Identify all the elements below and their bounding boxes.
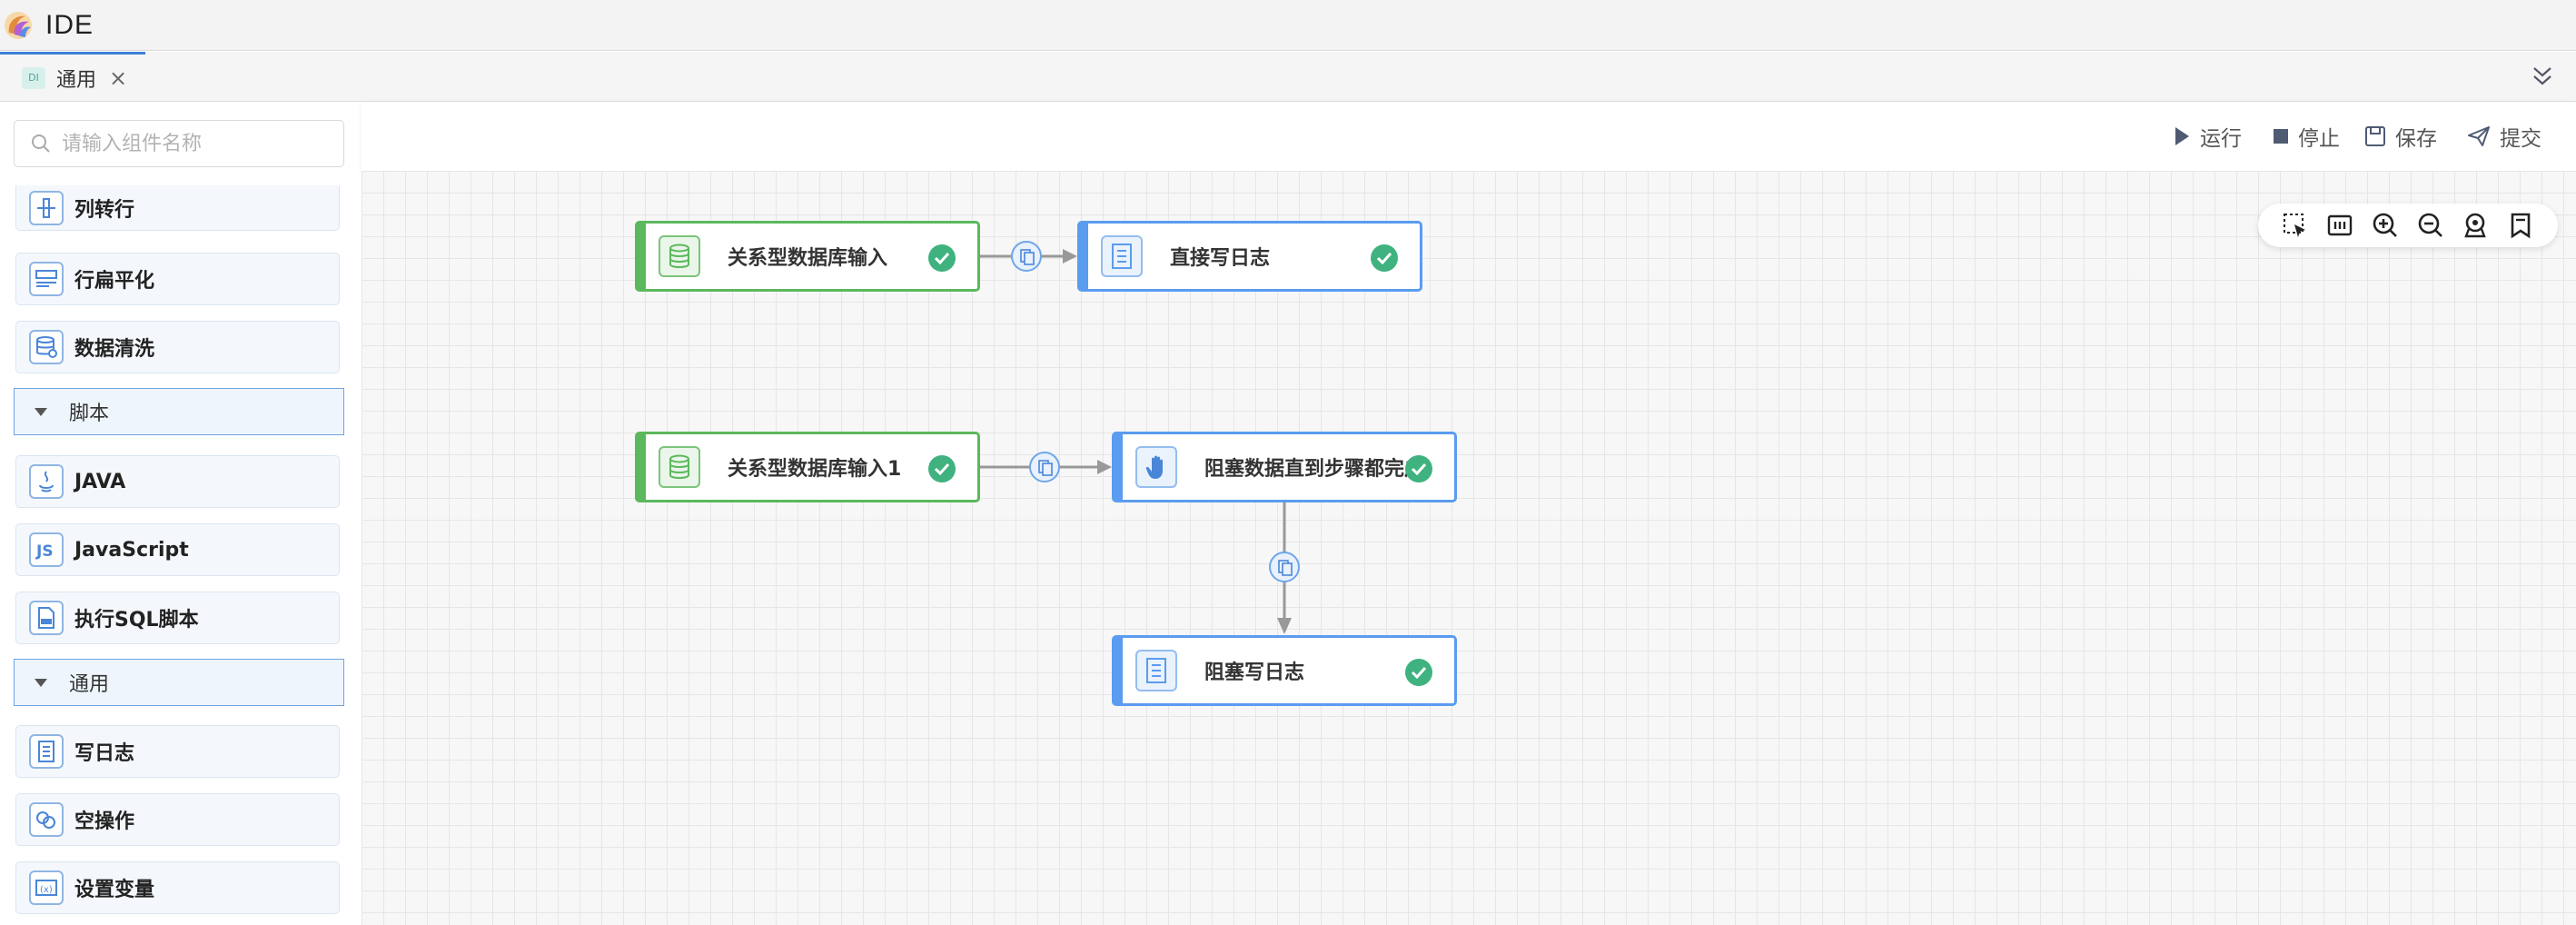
row-flatten-icon	[29, 262, 64, 296]
save-label: 保存	[2395, 127, 2437, 151]
log-icon	[1101, 235, 1143, 277]
palette-item-label: 设置变量	[74, 879, 155, 901]
palette-item-data-clean[interactable]: 数据清洗	[15, 321, 340, 373]
group-label: 通用	[69, 673, 110, 696]
box-select-icon[interactable]	[2281, 211, 2310, 240]
stop-icon	[2274, 129, 2288, 144]
set-variable-icon: (x)	[29, 870, 64, 905]
check-icon	[1371, 244, 1398, 272]
java-icon	[29, 464, 64, 499]
node-block-log[interactable]: 阻塞写日志	[1112, 635, 1457, 706]
no-op-icon	[29, 802, 64, 837]
check-icon	[1405, 659, 1432, 686]
group-label: 脚本	[69, 403, 110, 425]
palette-item-label: JAVA	[74, 470, 126, 493]
bookmark-icon[interactable]	[2506, 211, 2535, 240]
node-block-until-done[interactable]: 阻塞数据直到步骤都完成	[1112, 432, 1457, 502]
group-header-general[interactable]: 通用	[14, 659, 344, 706]
zoom-out-icon[interactable]	[2416, 211, 2445, 240]
palette-item-label: 写日志	[74, 742, 135, 765]
component-palette: 列转行 行扁平化 数据清洗 脚本 JAVA JS JavaScript 执行SQ…	[0, 102, 362, 925]
search-icon	[32, 134, 50, 153]
group-header-script[interactable]: 脚本	[14, 388, 344, 435]
tab-type-badge: DI	[22, 66, 45, 89]
check-icon	[928, 244, 956, 272]
node-label: 阻塞写日志	[1204, 661, 1305, 684]
svg-text:JS: JS	[35, 542, 54, 560]
submit-button[interactable]: 提交	[2467, 122, 2541, 151]
app-logo-icon	[5, 11, 32, 39]
locate-icon[interactable]	[2461, 211, 2490, 240]
submit-label: 提交	[2500, 127, 2541, 151]
play-icon	[2175, 127, 2189, 145]
palette-item-no-op[interactable]: 空操作	[15, 793, 340, 846]
node-label: 阻塞数据直到步骤都完成	[1204, 458, 1413, 481]
fit-view-icon[interactable]	[2325, 211, 2354, 240]
palette-item-set-variable[interactable]: (x) 设置变量	[15, 861, 340, 914]
palette-item-label: 数据清洗	[74, 338, 155, 361]
close-icon[interactable]: ×	[109, 65, 128, 91]
palette-item-javascript[interactable]: JS JavaScript	[15, 523, 340, 576]
send-icon	[2468, 126, 2490, 146]
javascript-icon: JS	[29, 532, 64, 567]
zoom-in-icon[interactable]	[2371, 211, 2400, 240]
app-title: IDE	[45, 9, 94, 40]
tab-label: 通用	[56, 68, 97, 92]
check-icon	[1405, 455, 1432, 482]
database-icon	[659, 235, 700, 277]
node-direct-log[interactable]: 直接写日志	[1077, 221, 1422, 292]
palette-item-write-log[interactable]: 写日志	[15, 725, 340, 778]
title-bar: IDE	[0, 0, 2576, 51]
database-icon	[659, 446, 700, 488]
search-box[interactable]	[14, 120, 344, 167]
save-icon	[2365, 126, 2385, 146]
editor-toolbar: 运行 停止 保存 提交	[362, 102, 2576, 171]
search-input[interactable]	[62, 132, 334, 155]
double-chevron-down-icon[interactable]	[2529, 63, 2556, 90]
flow-canvas[interactable]	[362, 171, 2576, 925]
run-button[interactable]: 运行	[2173, 122, 2242, 151]
palette-item-column-to-row[interactable]: 列转行	[15, 185, 340, 231]
node-label: 关系型数据库输入1	[728, 458, 902, 481]
canvas-tools	[2258, 204, 2558, 247]
column-to-row-icon	[29, 190, 64, 225]
save-button[interactable]: 保存	[2364, 122, 2437, 151]
node-db-input[interactable]: 关系型数据库输入	[635, 221, 980, 292]
tab-general[interactable]: DI 通用 ×	[0, 52, 145, 101]
caret-down-icon	[35, 678, 47, 687]
run-label: 运行	[2200, 127, 2242, 151]
stop-label: 停止	[2298, 127, 2340, 151]
node-label: 直接写日志	[1170, 247, 1271, 270]
palette-item-sql-script[interactable]: 执行SQL脚本	[15, 592, 340, 644]
stop-button[interactable]: 停止	[2273, 122, 2340, 151]
palette-item-label: 执行SQL脚本	[74, 609, 199, 632]
palette-item-label: JavaScript	[74, 538, 189, 562]
palette-item-label: 列转行	[74, 198, 135, 222]
svg-text:(x): (x)	[40, 885, 53, 895]
sql-script-icon	[29, 601, 64, 635]
node-label: 关系型数据库输入	[728, 247, 888, 270]
caret-down-icon	[35, 407, 47, 416]
write-log-icon	[29, 734, 64, 769]
tab-bar: DI 通用 ×	[0, 52, 2576, 102]
palette-item-label: 空操作	[74, 811, 135, 833]
check-icon	[928, 455, 956, 482]
node-db-input-1[interactable]: 关系型数据库输入1	[635, 432, 980, 502]
palette-item-label: 行扁平化	[74, 270, 155, 293]
palette-item-java[interactable]: JAVA	[15, 455, 340, 508]
log-icon	[1135, 650, 1177, 691]
palette-item-row-flatten[interactable]: 行扁平化	[15, 253, 340, 305]
hand-stop-icon	[1135, 446, 1177, 488]
data-clean-icon	[29, 330, 64, 364]
